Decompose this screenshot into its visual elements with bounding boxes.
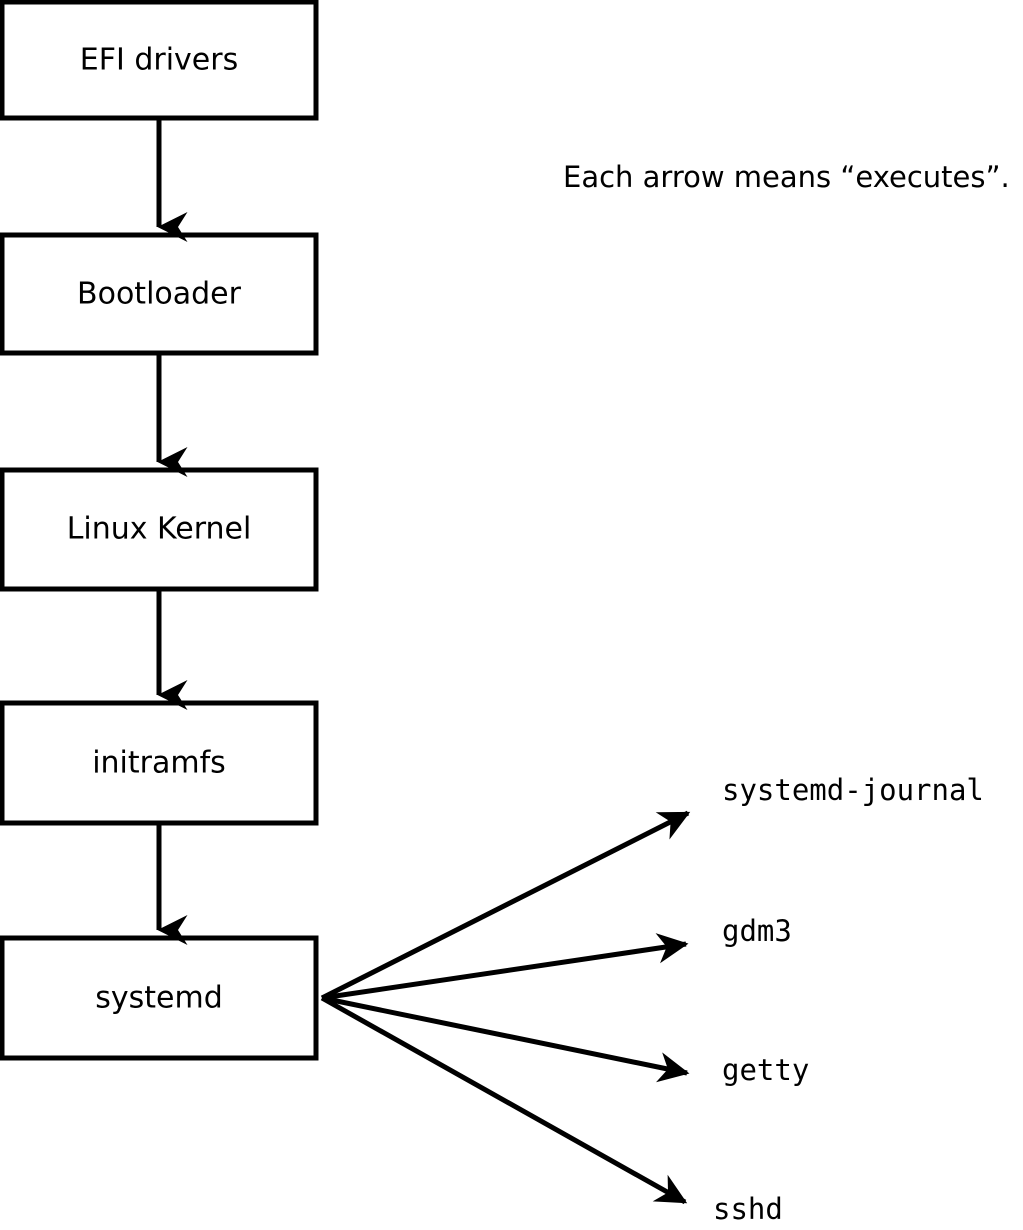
legend-text: Each arrow means “executes”. (563, 160, 1010, 194)
process-label-gdm3[interactable]: gdm3 (722, 914, 792, 948)
fanout-labels-group: systemd-journal gdm3 getty sshd (713, 773, 984, 1226)
node-initramfs-label: initramfs (92, 746, 226, 781)
node-efi-drivers[interactable]: EFI drivers (0, 0, 319, 121)
arrow-systemd-to-gdm3 (321, 933, 689, 1001)
node-bootloader[interactable]: Bootloader (0, 232, 319, 356)
node-bootloader-label: Bootloader (77, 277, 242, 312)
node-linux-kernel-label: Linux Kernel (67, 512, 252, 547)
process-label-getty[interactable]: getty (722, 1053, 809, 1087)
node-linux-kernel[interactable]: Linux Kernel (0, 467, 319, 592)
node-systemd-label: systemd (95, 981, 223, 1016)
process-label-sshd[interactable]: sshd (713, 1192, 783, 1226)
arrow-systemd-to-sshd (320, 995, 688, 1205)
node-systemd[interactable]: systemd (0, 935, 319, 1061)
process-label-systemd-journal[interactable]: systemd-journal (722, 773, 984, 807)
node-efi-drivers-label: EFI drivers (80, 43, 238, 78)
node-initramfs[interactable]: initramfs (0, 700, 319, 826)
node-efi-drivers-rect[interactable] (0, 0, 319, 121)
fanout-connectors-group (320, 810, 691, 1205)
node-linux-kernel-rect[interactable] (0, 467, 319, 592)
node-systemd-rect[interactable] (0, 935, 319, 1061)
arrow-systemd-to-getty (321, 995, 690, 1083)
arrow-systemd-to-systemd-journal (320, 810, 691, 1001)
